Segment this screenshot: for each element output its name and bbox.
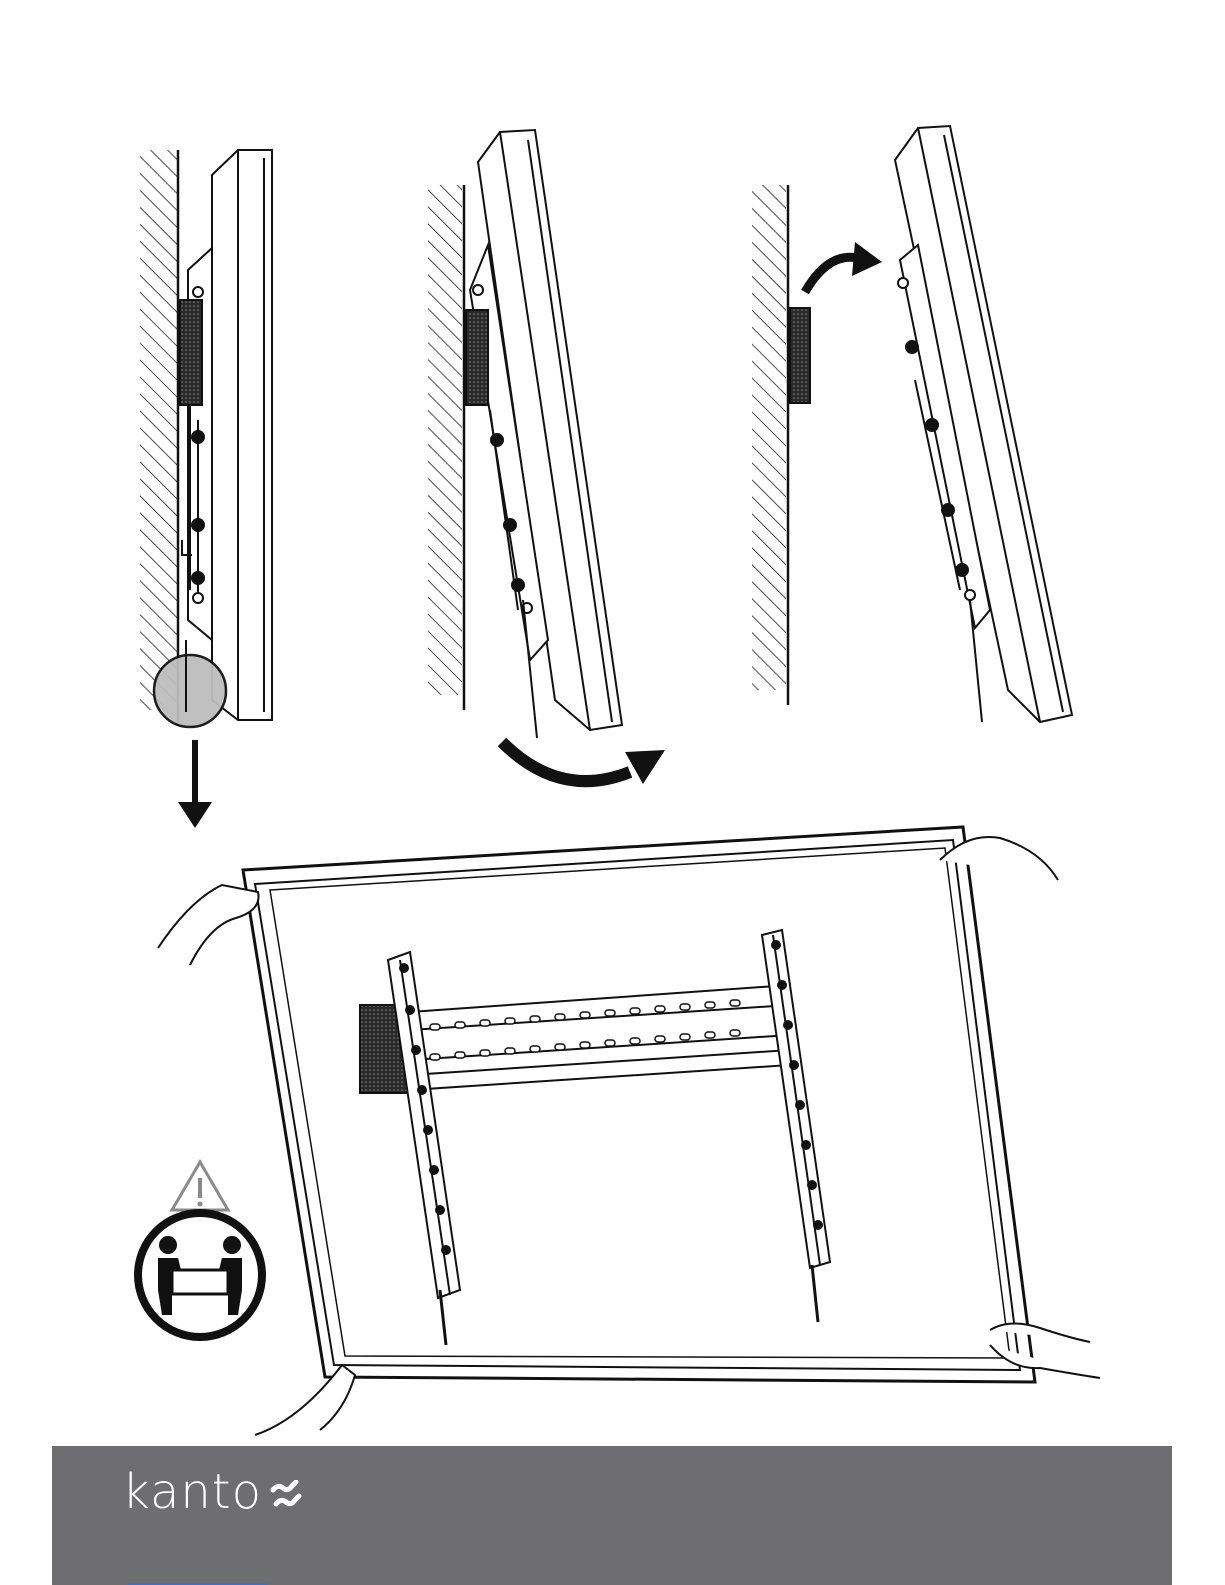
curved-arrow-outward-icon	[502, 742, 665, 784]
kanto-logo: kanto	[122, 1468, 302, 1516]
brand-name: kanto	[122, 1468, 262, 1516]
step-2-tv-tilted-side-view	[428, 130, 622, 738]
curved-arrow-up-icon	[805, 242, 882, 292]
kanto-wave-mark-icon	[270, 1480, 302, 1510]
footer-bar: kanto	[52, 1446, 1172, 1585]
installation-illustration	[0, 0, 1225, 1440]
tv-back-panel	[243, 827, 1035, 1382]
down-arrow-icon	[178, 740, 212, 828]
step-1-tv-on-wall-side-view	[140, 150, 272, 727]
two-person-lift-icon	[138, 1213, 262, 1337]
step-3-tv-lifted-side-view	[752, 126, 1072, 722]
warning-triangle-icon	[172, 1162, 228, 1210]
